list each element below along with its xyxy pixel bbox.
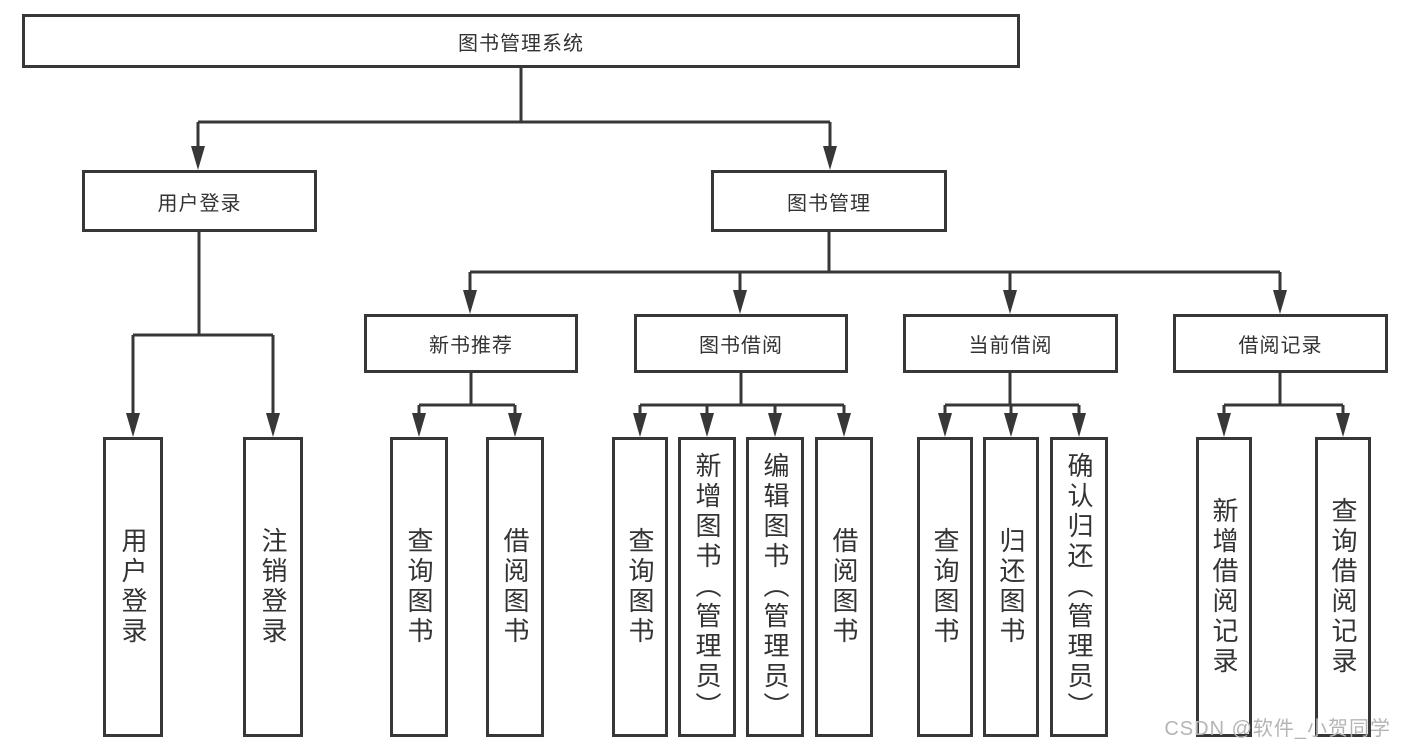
leaf-query-books-current: 查询图书 (917, 437, 973, 737)
node-label: 编辑图书（管理员） (760, 452, 790, 722)
node-label: 图书管理系统 (458, 32, 584, 55)
leaf-return-books: 归还图书 (983, 437, 1039, 737)
leaf-query-borrow-record: 查询借阅记录 (1315, 437, 1371, 737)
watermark: CSDN @软件_小贺同学 (1164, 718, 1391, 740)
leaf-borrow-books-borrow: 借阅图书 (815, 437, 873, 737)
leaf-confirm-return-admin: 确认归还（管理员） (1050, 437, 1108, 737)
node-label: 新增图书（管理员） (692, 452, 722, 722)
node-label: 用户登录 (118, 527, 148, 647)
node-label: 查询图书 (625, 527, 655, 647)
node-label: 借阅图书 (829, 527, 859, 647)
node-label: 注销登录 (258, 527, 288, 647)
node-label: 图书管理 (787, 192, 871, 215)
leaf-edit-books-admin: 编辑图书（管理员） (746, 437, 804, 737)
node-label: 借阅图书 (500, 527, 530, 647)
node-label: 归还图书 (996, 527, 1026, 647)
node-book-management: 图书管理 (711, 170, 947, 232)
node-label: 查询图书 (930, 527, 960, 647)
node-label: 新增借阅记录 (1209, 497, 1239, 677)
leaf-query-books-borrow: 查询图书 (612, 437, 668, 737)
node-label: 新书推荐 (429, 335, 513, 357)
node-library-system: 图书管理系统 (22, 14, 1020, 68)
leaf-user-login-action: 用户登录 (103, 437, 163, 737)
node-label: 查询借阅记录 (1328, 497, 1358, 677)
node-label: 用户登录 (157, 192, 242, 215)
node-label: 借阅记录 (1238, 335, 1323, 357)
node-label: 确认归还（管理员） (1064, 452, 1094, 722)
node-book-borrowing: 图书借阅 (634, 314, 848, 373)
node-borrowing-records: 借阅记录 (1173, 314, 1388, 373)
leaf-add-books-admin: 新增图书（管理员） (678, 437, 736, 737)
leaf-add-borrow-record: 新增借阅记录 (1196, 437, 1252, 737)
node-label: 图书借阅 (699, 335, 783, 357)
leaf-query-books-recommend: 查询图书 (390, 437, 448, 737)
node-new-book-recommend: 新书推荐 (364, 314, 578, 373)
leaf-logout-action: 注销登录 (243, 437, 303, 737)
leaf-borrow-books-recommend: 借阅图书 (486, 437, 544, 737)
node-label: 查询图书 (404, 527, 434, 647)
node-label: 当前借阅 (968, 335, 1053, 357)
node-current-borrowing: 当前借阅 (903, 314, 1118, 373)
node-user-login: 用户登录 (82, 170, 317, 232)
